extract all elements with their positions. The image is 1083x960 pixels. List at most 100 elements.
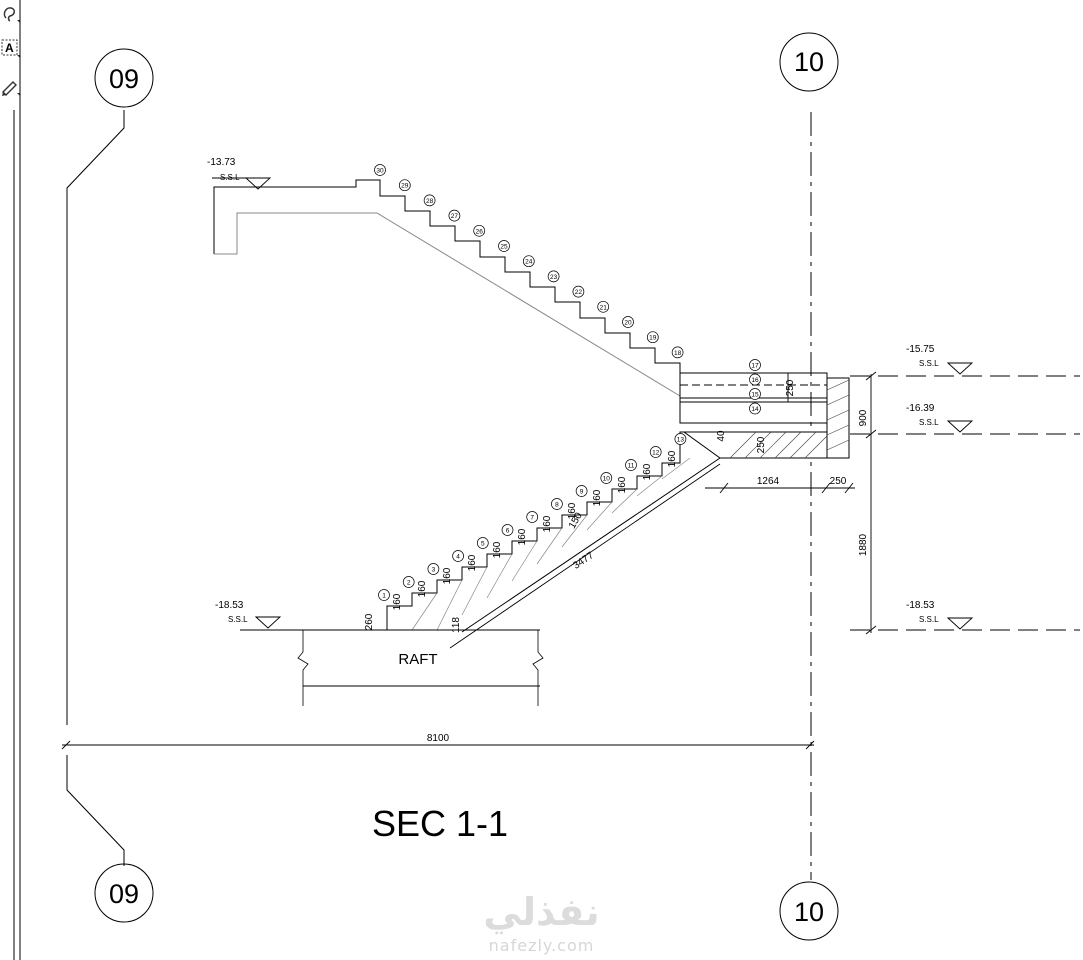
- step-number-18-circle: [671, 346, 684, 359]
- step-number-1: 1: [382, 593, 386, 600]
- pen-tool-button[interactable]: [0, 74, 22, 100]
- step-number-5: 5: [481, 541, 485, 548]
- step-number-7-circle: [526, 511, 539, 523]
- riser-dim-11: 160: [642, 463, 653, 480]
- step-number-11: 11: [628, 463, 635, 470]
- grid-label-10-top: 10: [794, 47, 824, 77]
- step-number-19: 19: [649, 335, 657, 342]
- ssl-bottom-left: S.S.L: [228, 615, 248, 624]
- grid-bubble-09-bottom: [94, 863, 154, 923]
- step-number-22-circle: [572, 285, 585, 298]
- step-number-12-circle: [649, 446, 662, 458]
- step-number-24-circle: [522, 255, 535, 268]
- step-number-12: 12: [652, 450, 660, 457]
- raft-label: RAFT: [398, 651, 437, 668]
- riser-dim-12: 160: [667, 450, 678, 467]
- riser-dim-2: 160: [417, 580, 428, 597]
- step-number-30: 30: [376, 168, 384, 175]
- step-number-9: 9: [580, 489, 584, 496]
- step-number-30-circle: [374, 164, 386, 176]
- step-number-10: 10: [603, 476, 611, 483]
- step-number-27-circle: [448, 209, 461, 222]
- step-number-28-circle: [423, 194, 436, 207]
- step-number-26-circle: [473, 224, 486, 237]
- step-number-27: 27: [451, 213, 459, 220]
- step-number-23-circle: [547, 270, 560, 283]
- step-number-23: 23: [550, 274, 558, 281]
- dim-900: 900: [858, 409, 869, 426]
- grid-label-09-bottom: 09: [109, 879, 139, 909]
- step-number-10-circle: [600, 472, 613, 484]
- grid-bubble-10-top: [779, 32, 839, 92]
- dim-40: 40: [716, 430, 727, 442]
- dim-slab-250a: 250: [785, 379, 796, 396]
- lower-flight-hatch: [411, 457, 691, 631]
- dim-wall: 250: [830, 476, 847, 487]
- dim-landing: 1264: [757, 476, 780, 487]
- step-number-6-circle: [501, 524, 514, 536]
- step-number-24: 24: [525, 259, 533, 266]
- riser-dim-6: 160: [517, 528, 528, 545]
- dim-slab-250b: 250: [756, 436, 767, 453]
- landing-hatch: [729, 379, 850, 459]
- dim-118: 118: [451, 617, 462, 633]
- lasso-tool-button[interactable]: [0, 2, 22, 28]
- step-number-17-circle: [749, 359, 761, 371]
- step-number-13: 13: [677, 437, 685, 444]
- grid-bubble-09-top: [94, 48, 154, 108]
- riser-dim-1: 160: [392, 593, 403, 610]
- dimension-lines: [61, 371, 877, 750]
- text-select-icon: A: [1, 39, 20, 58]
- step-number-2: 2: [407, 580, 411, 587]
- step-number-3-circle: [427, 563, 440, 575]
- landing: [679, 372, 850, 459]
- grid-axes: [66, 32, 839, 941]
- step-number-16-circle: [749, 373, 761, 386]
- upper-flight-steps: [213, 179, 681, 376]
- lower-flight: [386, 431, 721, 633]
- step-number-22: 22: [575, 289, 583, 296]
- step-number-13-circle: [674, 433, 687, 445]
- watermark-latin: nafezly.com: [488, 936, 595, 955]
- step-number-bubbles: 1234567891011121317161514302928272625242…: [374, 164, 761, 601]
- ssl-bottom-right: S.S.L: [919, 615, 939, 624]
- ssl-mid-upper: S.S.L: [919, 359, 939, 368]
- upper-flight: [213, 179, 681, 397]
- text-select-tool-button[interactable]: A: [0, 36, 22, 62]
- step-number-8: 8: [555, 502, 559, 509]
- step-number-25-circle: [498, 240, 510, 252]
- step-number-20-circle: [622, 316, 634, 328]
- ssl-top: S.S.L: [220, 173, 240, 182]
- section-title: SEC 1-1: [372, 803, 508, 844]
- riser-dim-3: 160: [442, 567, 453, 584]
- riser-dim-10: 160: [617, 476, 628, 493]
- grid-line-09-top: [66, 110, 125, 725]
- step-number-29: 29: [401, 183, 409, 190]
- step-number-8-circle: [551, 498, 563, 510]
- dim-diag: 3477: [571, 550, 596, 572]
- step-number-26: 26: [476, 228, 484, 235]
- step-number-16: 16: [751, 377, 759, 384]
- text-select-glyph: A: [5, 41, 14, 55]
- annotation-toolbar: A: [0, 0, 22, 960]
- step-number-21: 21: [600, 304, 608, 311]
- riser-dim-9: 160: [592, 489, 603, 506]
- step-number-5-circle: [476, 537, 489, 549]
- upper-flight-soffit: [214, 212, 681, 397]
- step-number-7: 7: [530, 515, 534, 522]
- step-number-18: 18: [674, 350, 682, 357]
- step-number-4-circle: [452, 550, 464, 562]
- level-mid-upper: -15.75: [906, 344, 935, 355]
- level-bottom-right: -18.53: [906, 600, 935, 611]
- step-number-11-circle: [625, 459, 637, 471]
- step-number-28: 28: [426, 198, 434, 205]
- ssl-mid-lower: S.S.L: [919, 418, 939, 427]
- step-number-14-circle: [749, 402, 761, 415]
- watermark-arabic: نفذلي: [483, 890, 600, 934]
- step-number-19-circle: [646, 331, 659, 344]
- step-number-15-circle: [749, 388, 761, 400]
- level-top: -13.73: [207, 157, 236, 168]
- riser-dim-5: 160: [492, 541, 503, 558]
